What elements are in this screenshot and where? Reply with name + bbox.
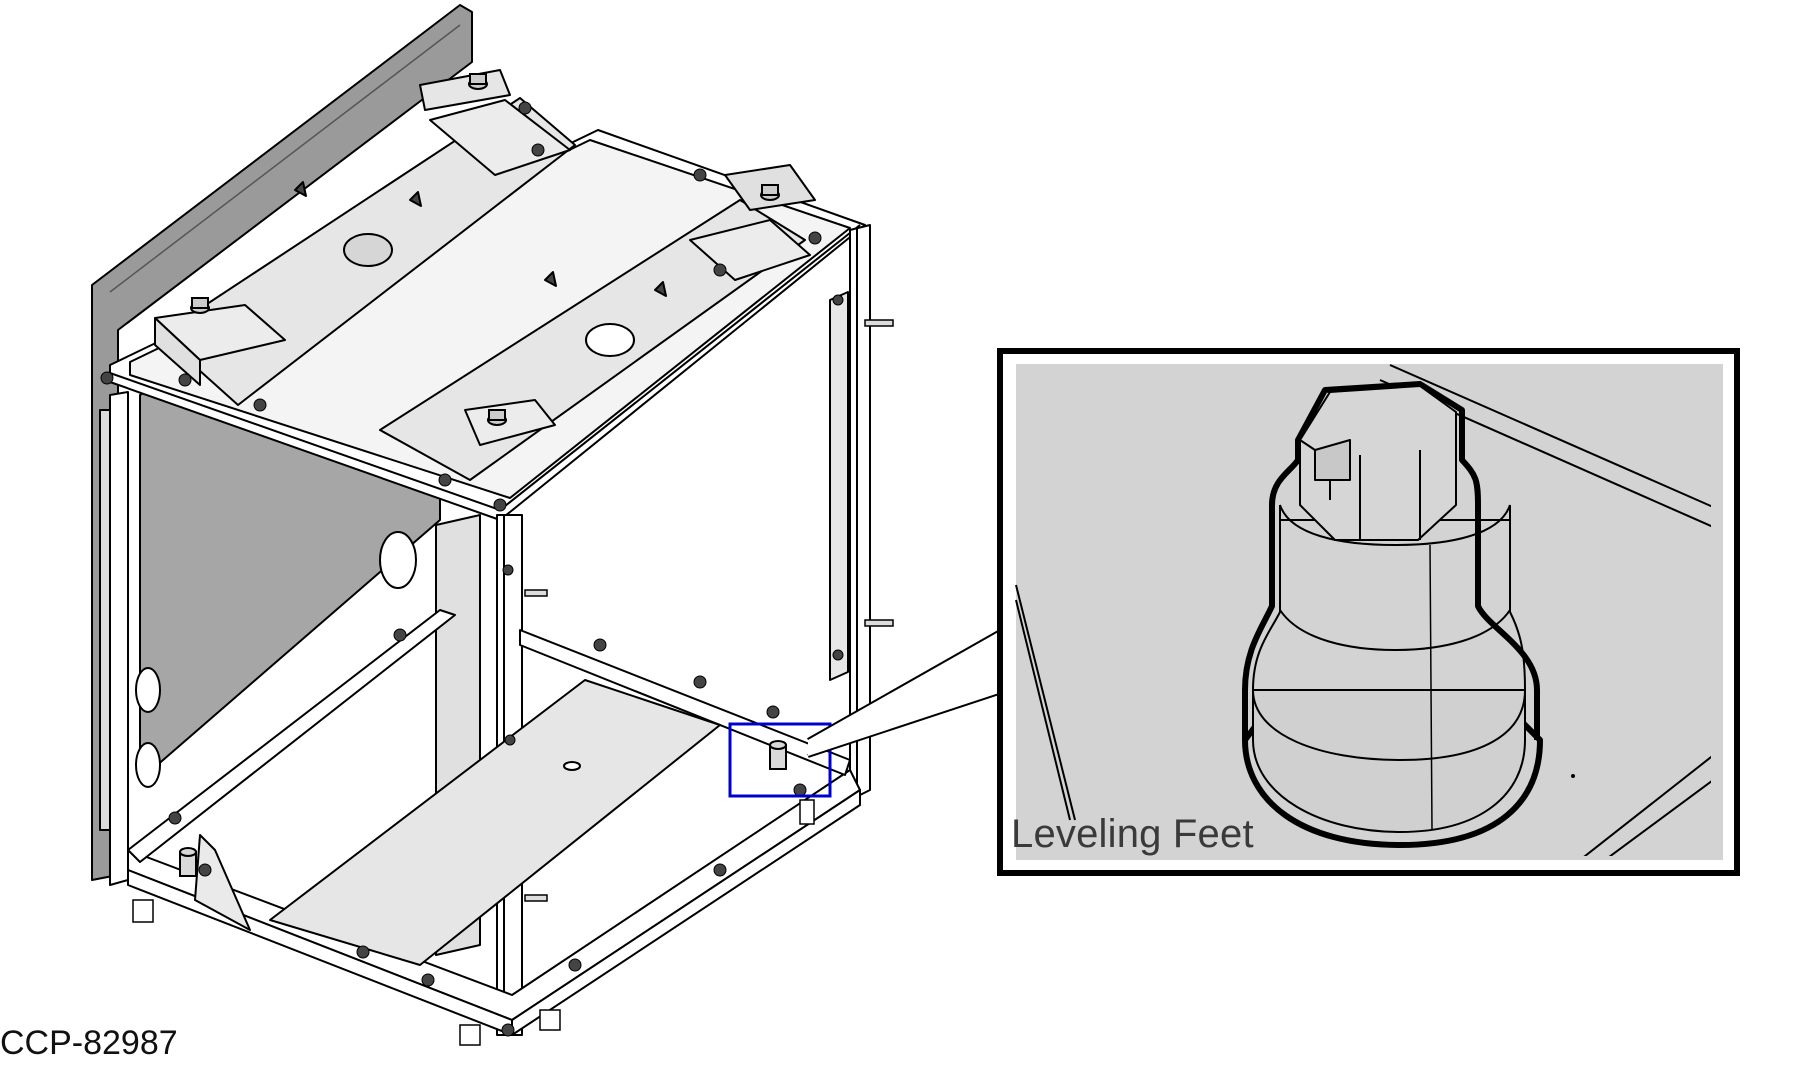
leveling-foot-icon (179, 740, 787, 877)
side-pins (524, 319, 894, 902)
highlight-box (728, 722, 832, 798)
hex-bolt-icon (100, 101, 844, 1037)
callout-label: Leveling Feet (1011, 812, 1254, 856)
top-frame (109, 69, 866, 521)
callout-leader-fill (808, 630, 1002, 756)
figure-id-label: CCP-82987 (0, 1024, 178, 1062)
bottom-brackets (132, 799, 815, 1046)
leveling-foot-detail (1015, 364, 1711, 856)
hex-bolt-icon (190, 73, 780, 426)
bottom-frame (127, 609, 861, 1036)
